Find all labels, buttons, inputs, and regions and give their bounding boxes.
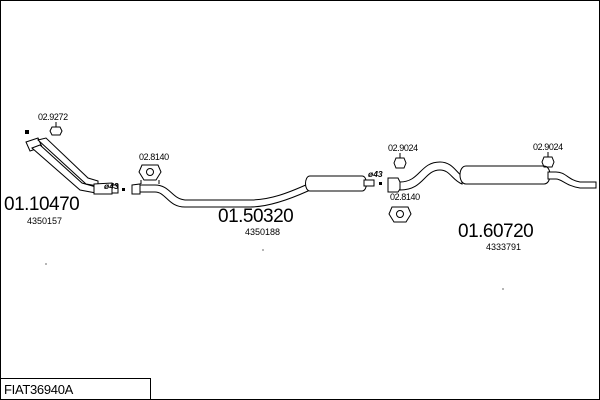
hanger-mid-icon[interactable] xyxy=(138,164,162,184)
section-1-ref: 4350157 xyxy=(27,216,62,226)
section-2-ref: 4350188 xyxy=(245,227,280,237)
clamp-rear-a-label: 02.9024 xyxy=(388,143,418,153)
hanger-rear-label: 02.8140 xyxy=(390,192,420,202)
middle-pipe[interactable] xyxy=(131,175,382,208)
section-1-part-number: 01.10470 xyxy=(4,194,79,215)
section-3-part-number: 01.60720 xyxy=(458,221,533,242)
kit-code: FIAT36940A xyxy=(4,382,74,397)
hanger-rear-icon[interactable] xyxy=(388,206,412,223)
hanger-mid-label: 02.8140 xyxy=(139,152,169,162)
section-3-dot xyxy=(502,288,504,290)
front-pipe[interactable] xyxy=(25,130,125,195)
section-2-dot xyxy=(262,249,264,251)
section-3-ref: 4333791 xyxy=(486,242,521,252)
clamp-front-icon[interactable] xyxy=(49,122,63,136)
mid-outlet-bolt xyxy=(379,182,382,185)
clamp-rear-a-icon[interactable] xyxy=(393,153,407,169)
clamp-rear-b-icon[interactable] xyxy=(541,152,555,168)
outlet-bolt xyxy=(122,188,125,191)
diameter-front-label: ø43 xyxy=(104,181,119,191)
rear-pipe[interactable] xyxy=(387,161,597,193)
clamp-front-label: 02.9272 xyxy=(38,112,68,122)
clamp-rear-b-label: 02.9024 xyxy=(533,142,563,152)
diameter-mid-label: ø43 xyxy=(368,169,383,179)
section-2-part-number: 01.50320 xyxy=(218,206,293,227)
bolt-square xyxy=(25,130,29,134)
section-1-dot xyxy=(45,263,47,265)
